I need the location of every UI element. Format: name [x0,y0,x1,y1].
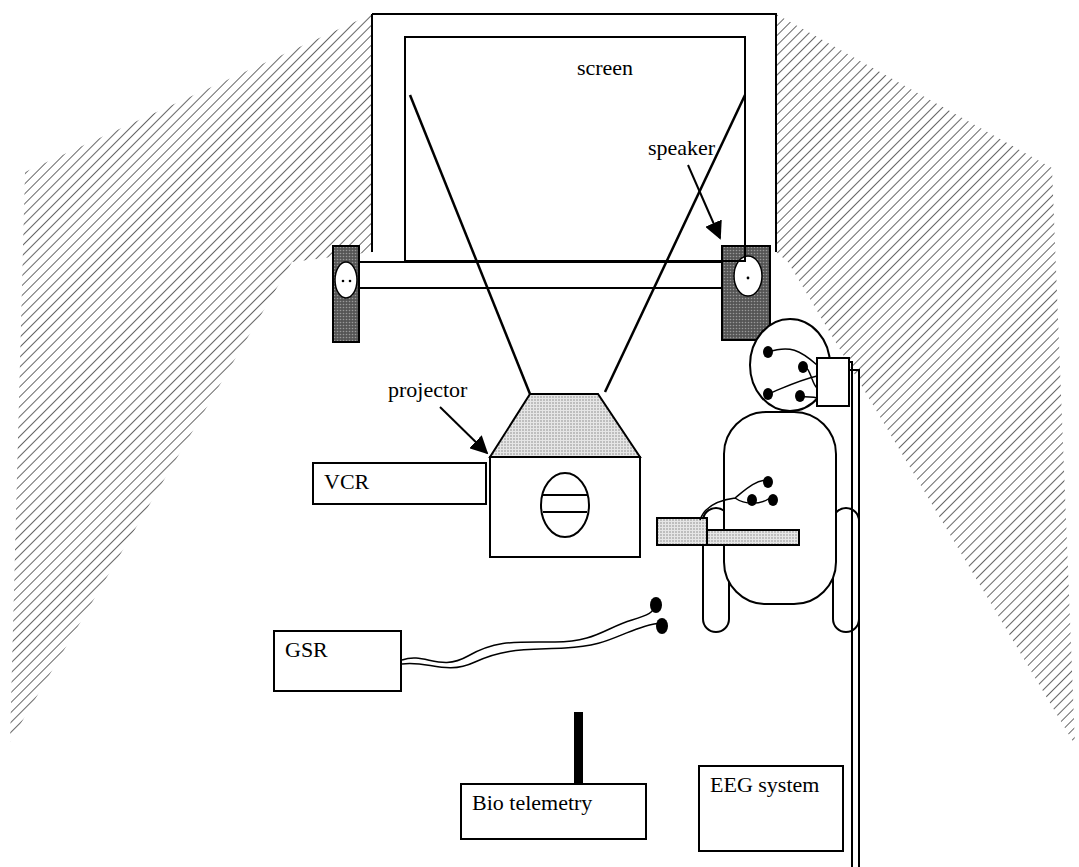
speaker-symbol [349,280,352,283]
speaker-symbol [342,280,345,283]
projection-beam [410,95,745,394]
chest-electrodes [700,476,778,520]
projector-symbol [490,394,640,557]
subject-figure [707,530,799,545]
chest-electrodes [747,494,757,506]
gsr-wire [650,597,662,613]
speaker-symbol [747,277,750,280]
leader-arrow [688,165,720,238]
speaker-symbol [333,246,359,342]
screen-frame [372,14,776,252]
box-label: EEG system [710,773,819,797]
screen-frame [357,287,722,289]
box-label: VCR [324,470,369,494]
speaker-symbol [335,262,357,298]
eeg-electrodes [763,346,773,358]
projector-symbol [490,457,640,557]
equipment-box: Bio telemetry [460,783,647,840]
projector-symbol [541,473,589,537]
subject-figure [657,518,707,545]
projection-beam [605,95,745,392]
projection-beam [410,95,530,394]
eeg-electrodes [849,362,859,867]
equipment-box: EEG system [698,765,844,852]
chest-electrodes [700,480,770,520]
telemetry-antenna [574,712,583,783]
screen-frame [357,14,776,288]
wall-hatching [776,14,1075,745]
eeg-electrodes [795,390,805,402]
chest-electrodes [768,494,778,506]
subject-figure [657,319,859,632]
eeg-electrodes [763,388,773,400]
leader-arrow [440,407,487,453]
gsr-wire [402,606,656,662]
projector-symbol [543,494,587,496]
gsr-wire [402,624,661,668]
projector-symbol [490,394,640,457]
equipment-box: VCR [312,462,487,505]
wall-hatching [10,14,1075,745]
chest-electrodes [763,476,773,488]
equipment-box: GSR [273,630,402,692]
eeg-electrodes [817,358,849,406]
telemetry-antenna [574,712,583,783]
part-label: speaker [646,136,717,160]
subject-figure [724,412,836,604]
leader-arrow [440,165,720,453]
gsr-wire [656,618,668,634]
box-label: Bio telemetry [472,791,592,815]
eeg-electrodes [798,361,808,373]
eeg-electrodes [768,349,817,398]
projector-symbol [543,511,587,513]
part-label: projector [386,378,469,402]
box-label: GSR [285,638,328,662]
gsr-wire [402,597,668,668]
box-label: screen [577,56,633,80]
speaker-symbol [734,256,762,296]
